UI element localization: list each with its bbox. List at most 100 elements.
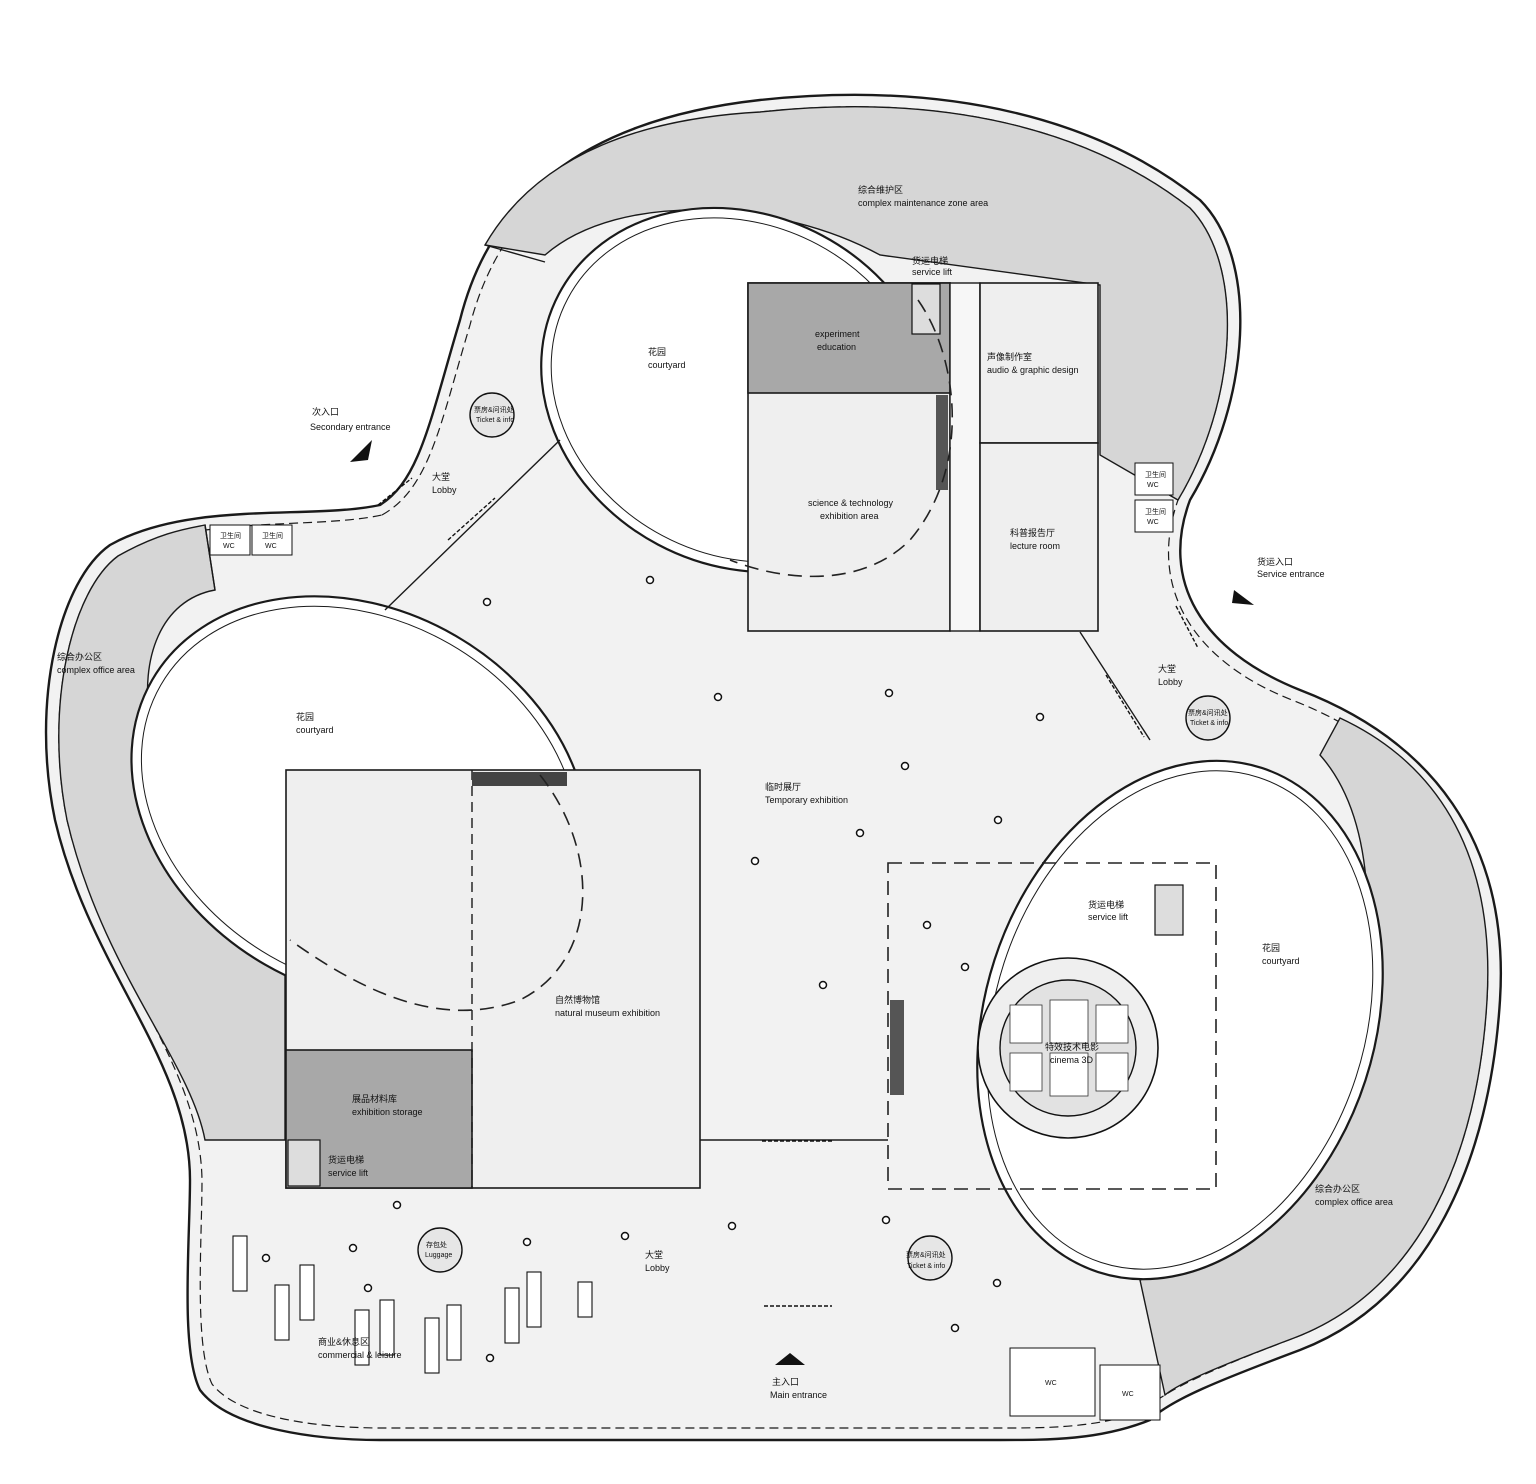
walls	[204, 244, 1151, 1141]
natural-label-en: natural museum exhibition	[555, 1008, 660, 1018]
wc-left-b	[251, 524, 293, 556]
office-right-label-en: complex office area	[1315, 1197, 1393, 1207]
wc-left-b-en: WC	[265, 543, 277, 550]
courtyard-left-label-cn: 花园	[296, 711, 314, 722]
ticket-right-label-cn: 票房&问讯处	[1188, 708, 1228, 717]
cinema-label-cn: 特效技术电影	[1045, 1041, 1099, 1052]
ticket-top-label-en: Ticket & info	[476, 417, 514, 424]
office-right-label-cn: 综合办公区	[1315, 1183, 1360, 1194]
left-court-dash	[289, 774, 584, 1012]
lift-left-label-cn: 货运电梯	[328, 1154, 364, 1165]
temporary-label-en: Temporary exhibition	[765, 795, 848, 805]
maintenance-label-en: complex maintenance zone area	[858, 198, 988, 208]
main-entrance-label-en: Main entrance	[770, 1390, 827, 1400]
top-court-dash	[729, 299, 953, 578]
audio-label-en: audio & graphic design	[987, 365, 1079, 375]
wc-right-a-en: WC	[1147, 482, 1159, 489]
cinema-dashed-zone	[887, 862, 1217, 1190]
ticket-top-circle	[469, 392, 515, 438]
experiment-label-1: experiment	[815, 329, 860, 339]
lift-left	[287, 1139, 321, 1187]
natural-label-cn: 自然博物馆	[555, 994, 600, 1005]
wc-bottom-b-label: WC	[1122, 1391, 1134, 1398]
stair-cinema	[890, 1000, 904, 1095]
secondary-entrance-label-cn: 次入口	[312, 406, 339, 417]
ticket-bottom-circle	[907, 1235, 953, 1281]
wc-right-b	[1134, 499, 1174, 533]
science-label-2: exhibition area	[820, 511, 879, 521]
courtyard-right-label-en: courtyard	[1262, 956, 1300, 966]
lift-right-label-cn: 货运电梯	[1088, 899, 1124, 910]
wc-right-b-en: WC	[1147, 519, 1159, 526]
wc-left-a-en: WC	[223, 543, 235, 550]
lecture-label-en: lecture room	[1010, 541, 1060, 551]
lift-right	[1154, 884, 1184, 936]
ticket-right-label-en: Ticket & info	[1190, 720, 1228, 727]
stair-natural	[472, 772, 567, 786]
wc-bottom-b	[1099, 1364, 1161, 1421]
wc-right-b-cn: 卫生间	[1145, 507, 1166, 516]
maintenance-label-cn: 综合维护区	[858, 184, 903, 195]
audio-room	[979, 282, 1099, 444]
ticket-bottom-label-en: Ticket & info	[907, 1263, 945, 1270]
cinema-label-en: cinema 3D	[1050, 1055, 1094, 1065]
courtyard-left-label-en: courtyard	[296, 725, 334, 735]
lift-top	[911, 283, 941, 335]
commercial-label-cn: 商业&休息区	[318, 1336, 369, 1347]
service-entrance-label-en: Service entrance	[1257, 569, 1325, 579]
info-circles	[417, 392, 1231, 1281]
secondary-entrance-label-en: Secondary entrance	[310, 422, 391, 432]
courtyard-top-label-cn: 花园	[648, 346, 666, 357]
lift-top-label-en: service lift	[912, 267, 953, 277]
wc-bottom-a-label: WC	[1045, 1380, 1057, 1387]
lobby-top-label-cn: 大堂	[432, 471, 450, 482]
kiosks	[232, 1235, 593, 1374]
main-entrance-arrow	[775, 1353, 805, 1365]
wc-bottom-a	[1009, 1347, 1096, 1417]
luggage-label-cn: 存包处	[426, 1240, 447, 1249]
wc-right-a-cn: 卫生间	[1145, 470, 1166, 479]
courtyard-right	[976, 759, 1384, 1281]
labels: 综合维护区 complex maintenance zone area 货运电梯…	[57, 184, 1393, 1400]
temporary-label-cn: 临时展厅	[765, 781, 801, 792]
office-left-label-cn: 综合办公区	[57, 651, 102, 662]
office-left-label-en: complex office area	[57, 665, 135, 675]
entrance-arrows	[350, 440, 1254, 1365]
wc-left-a	[209, 524, 251, 556]
ticket-right-circle	[1185, 695, 1231, 741]
storage-label-en: exhibition storage	[352, 1107, 423, 1117]
lobby-right-label-cn: 大堂	[1158, 663, 1176, 674]
commercial-label-en: commercial & leisure	[318, 1350, 402, 1360]
science-label-1: science & technology	[808, 498, 894, 508]
lift-top-label-cn: 货运电梯	[912, 255, 948, 266]
wc-right-a	[1134, 462, 1174, 496]
ticket-bottom-label-cn: 票房&问讯处	[906, 1250, 946, 1259]
cinema-zone	[887, 862, 1217, 1190]
lobby-bottom-label-cn: 大堂	[645, 1249, 663, 1260]
lecture-room	[979, 442, 1099, 632]
top-rooms	[729, 282, 1099, 632]
lecture-label-cn: 科普报告厅	[1010, 527, 1055, 538]
lift-left-label-en: service lift	[328, 1168, 369, 1178]
experiment-education-room	[747, 282, 951, 394]
columns	[261, 575, 1045, 1363]
lift-right-label-en: service lift	[1088, 912, 1129, 922]
wc-left-b-cn: 卫生间	[262, 531, 283, 540]
courtyard-right-label-cn: 花园	[1262, 942, 1280, 953]
lobby-top-label-en: Lobby	[432, 485, 457, 495]
stair-top	[936, 395, 948, 490]
experiment-label-2: education	[817, 342, 856, 352]
natural-museum-block	[285, 769, 701, 1189]
storage-label-cn: 展品材料库	[352, 1093, 397, 1104]
lobby-bottom-label-en: Lobby	[645, 1263, 670, 1273]
service-entrance-arrow	[1232, 590, 1254, 605]
ticket-top-label-cn: 票房&问讯处	[474, 405, 514, 414]
courtyard-right-inner	[986, 770, 1374, 1270]
doors	[377, 477, 1199, 1307]
secondary-entrance-arrow	[350, 440, 372, 462]
main-entrance-label-cn: 主入口	[772, 1376, 799, 1387]
cinema-seats	[1009, 999, 1129, 1097]
audio-label-cn: 声像制作室	[987, 351, 1032, 362]
luggage-circle	[417, 1227, 463, 1273]
